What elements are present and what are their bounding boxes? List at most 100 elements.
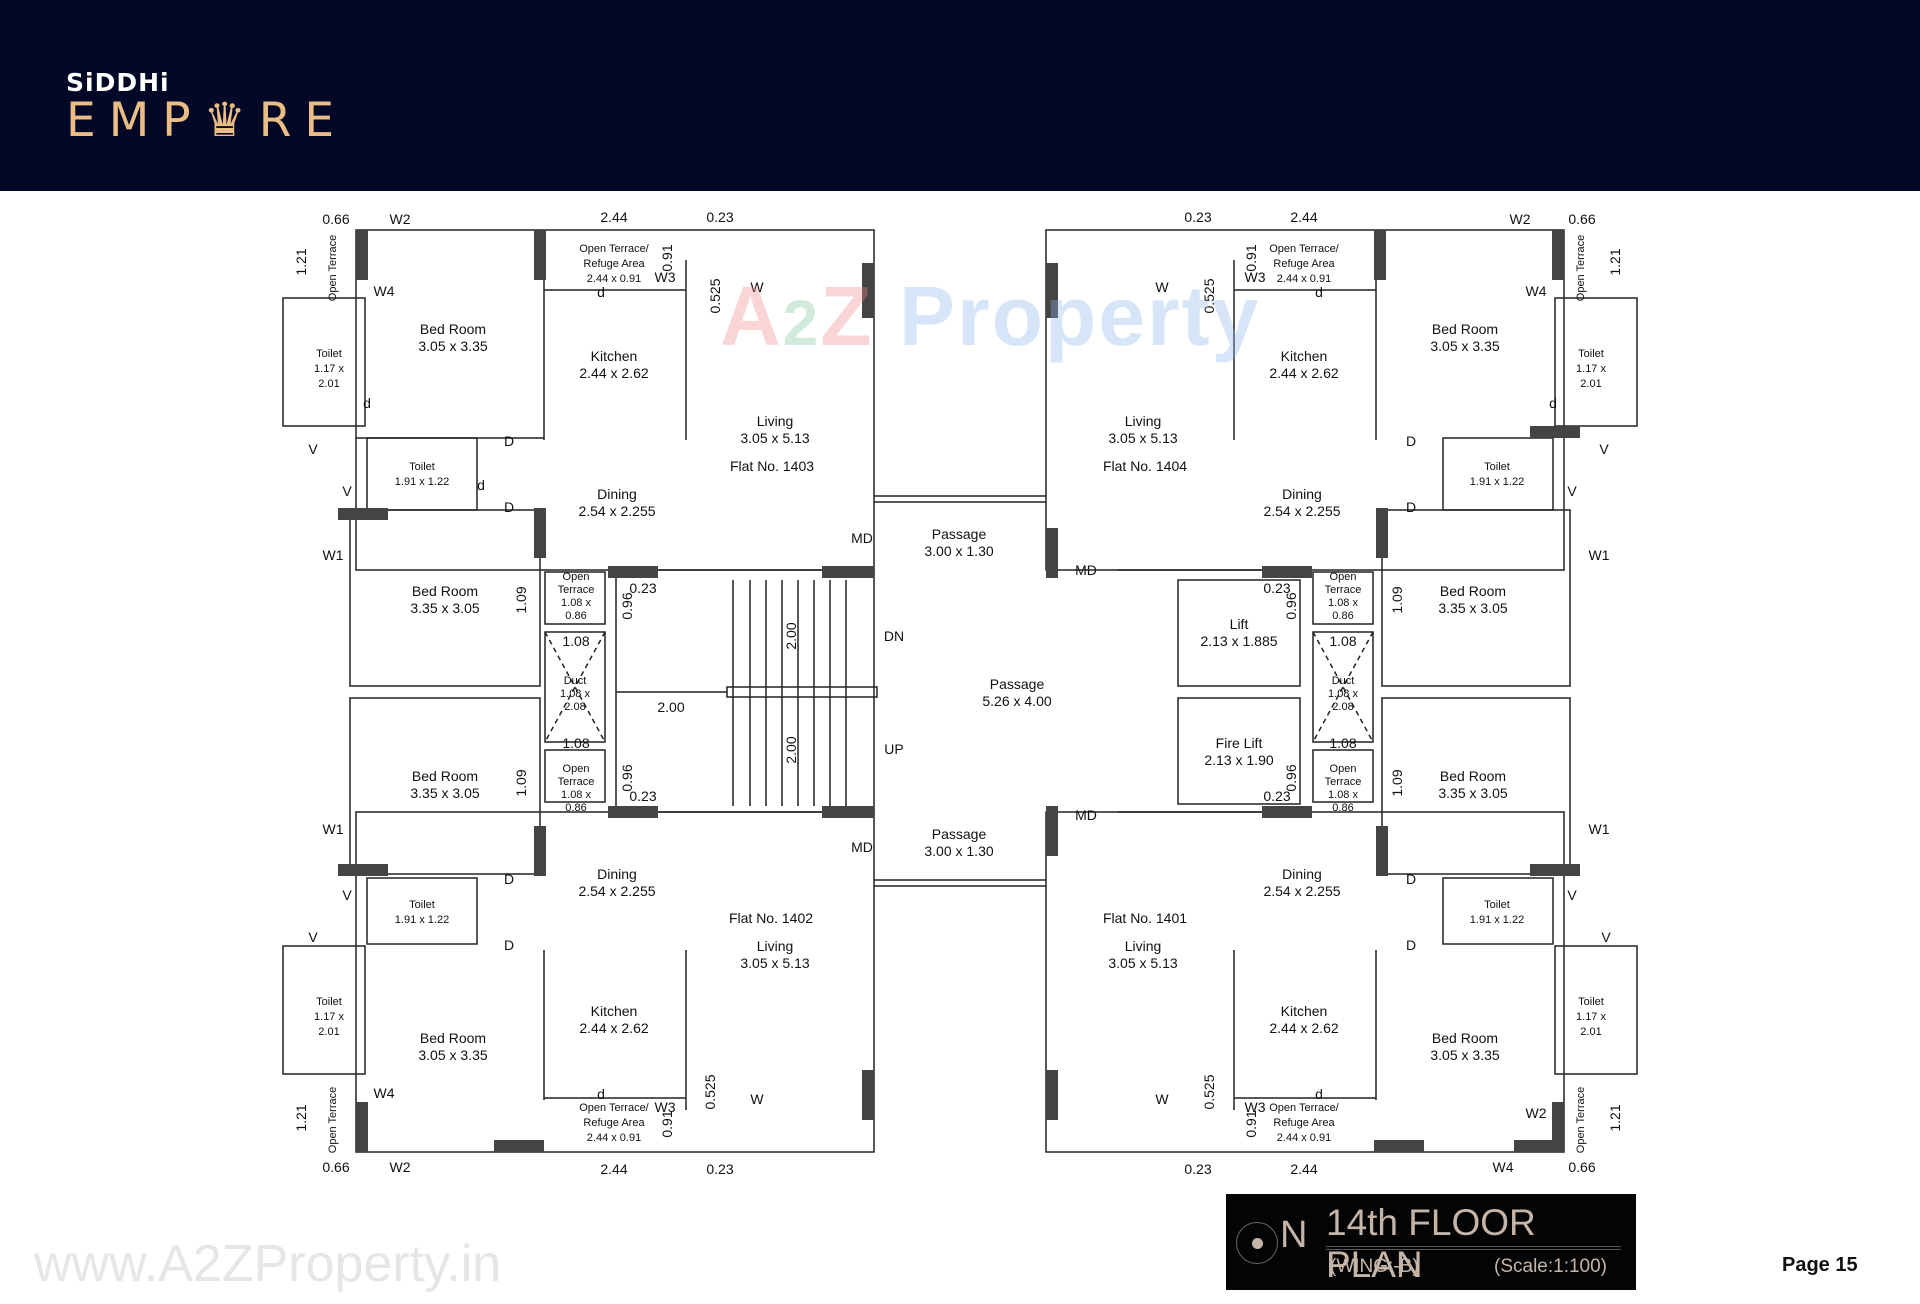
fire-lift-name: Fire Lift <box>1216 735 1263 751</box>
watermark-z: Z <box>820 269 874 363</box>
dim-023-1404: 0.23 <box>1184 209 1211 225</box>
dim-244-1404: 2.44 <box>1290 209 1317 225</box>
dim-023-lift-top: 0.23 <box>1263 580 1290 596</box>
passage-top-size: 3.00 x 1.30 <box>924 543 993 559</box>
dim-091-1404: 0.91 <box>1243 244 1259 271</box>
bedroom-right-upper-name: Bed Room <box>1440 583 1506 599</box>
w3-1401: W3 <box>1245 1099 1266 1115</box>
kitchen-1403-name: Kitchen <box>591 348 638 364</box>
mini-terrace-1403: Open Terrace <box>327 235 339 301</box>
vent-1404-b: V <box>1567 483 1577 499</box>
passage-bottom-name: Passage <box>932 826 987 842</box>
window-1401: W <box>1155 1091 1169 1107</box>
dim-023-1402: 0.23 <box>706 1161 733 1177</box>
toilet-att-1401-size1: 1.17 x <box>1576 1011 1606 1023</box>
terrace-small-ll-size1: 1.08 x <box>561 789 591 801</box>
dim-0525-1401: 0.525 <box>1201 1074 1217 1109</box>
bedroom-left-upper-size: 3.35 x 3.05 <box>410 600 479 616</box>
window-1402: W <box>750 1091 764 1107</box>
duct-right-name: Duct <box>1332 675 1355 687</box>
w2-1403: W2 <box>390 211 411 227</box>
w2-1402: W2 <box>390 1159 411 1175</box>
door-1404-a: D <box>1406 433 1416 449</box>
terrace-small-lu-name2: Terrace <box>558 584 595 596</box>
kitchen-1402-size: 2.44 x 2.62 <box>579 1020 648 1036</box>
bedroom-left-lower-size: 3.35 x 3.05 <box>410 785 479 801</box>
terrace-small-ru-size1: 1.08 x <box>1328 597 1358 609</box>
refuge-1402-size: 2.44 x 0.91 <box>587 1132 641 1144</box>
page-number: Page 15 <box>1782 1254 1858 1276</box>
w4-1401: W4 <box>1493 1159 1514 1175</box>
refuge-1401-name2: Refuge Area <box>1273 1117 1335 1129</box>
dim-096-stair-bottom: 0.96 <box>619 764 635 791</box>
stair-up-label: UP <box>884 741 903 757</box>
mini-terrace-1402: Open Terrace <box>327 1087 339 1153</box>
small-door-toilet-1403: d <box>363 395 371 411</box>
refuge-1401-size: 2.44 x 0.91 <box>1277 1132 1331 1144</box>
bedroom-right-upper-size: 3.35 x 3.05 <box>1438 600 1507 616</box>
main-door-1402: MD <box>851 839 873 855</box>
dining-1403-name: Dining <box>597 486 637 502</box>
passage-center-size: 5.26 x 4.00 <box>982 693 1051 709</box>
watermark-url: www.A2ZProperty.in <box>34 1235 502 1293</box>
duct-right-size1: 1.08 x <box>1328 688 1358 700</box>
terrace-small-rl-size2: 0.86 <box>1332 802 1353 814</box>
walls <box>282 229 1638 1153</box>
main-door-1403: MD <box>851 530 873 546</box>
toilet-att-1403-size1: 1.17 x <box>314 363 344 375</box>
dim-duct-left-top: 1.08 <box>562 633 589 649</box>
duct-left-size1: 1.08 x <box>560 688 590 700</box>
refuge-1402-name1: Open Terrace/ <box>579 1102 649 1114</box>
title-block: N 14th FLOOR PLAN (WING:-B) (Scale:1:100… <box>1226 1194 1636 1290</box>
w1-right-upper: W1 <box>1589 547 1610 563</box>
door-1402-a: D <box>504 871 514 887</box>
brand-logo: SiDDHi EMP♛RE <box>66 68 347 148</box>
bedroom-1401-size: 3.05 x 3.35 <box>1430 1047 1499 1063</box>
bedroom-left-lower-name: Bed Room <box>412 768 478 784</box>
bedroom-right-lower-name: Bed Room <box>1440 768 1506 784</box>
small-door-kitchen-1402: d <box>597 1086 605 1102</box>
living-1402-size: 3.05 x 5.13 <box>740 955 809 971</box>
toilet-att-1402-size1: 1.17 x <box>314 1011 344 1023</box>
plan-wing: (WING:-B) <box>1330 1256 1419 1277</box>
terrace-small-ll-name1: Open <box>563 763 590 775</box>
dim-109-right-bottom: 1.09 <box>1389 769 1405 796</box>
terrace-small-rl-size1: 1.08 x <box>1328 789 1358 801</box>
main-door-1404: MD <box>1075 562 1097 578</box>
toilet-att-1403-size2: 2.01 <box>318 378 339 390</box>
dim-023-stair-top: 0.23 <box>629 580 656 596</box>
bedroom-1402-name: Bed Room <box>420 1030 486 1046</box>
brand-name-top: SiDDHi <box>66 68 170 97</box>
dining-1402-size: 2.54 x 2.255 <box>578 883 655 899</box>
toilet-1401-size: 1.91 x 1.22 <box>1470 914 1524 926</box>
dim-066-1401: 0.66 <box>1568 1159 1595 1175</box>
brand-header: SiDDHi EMP♛RE <box>0 0 1920 191</box>
title-divider <box>1326 1246 1621 1250</box>
w3-1402: W3 <box>655 1099 676 1115</box>
stair-flight-dim-2: 2.00 <box>783 736 799 763</box>
watermark-property: Property <box>898 269 1261 363</box>
w4-1402: W4 <box>374 1085 395 1101</box>
dim-109-left-top: 1.09 <box>513 586 529 613</box>
dim-091-1402: 0.91 <box>659 1110 675 1137</box>
living-1404-size: 3.05 x 5.13 <box>1108 430 1177 446</box>
terrace-small-lu-size1: 1.08 x <box>561 597 591 609</box>
plan-title: 14th FLOOR PLAN <box>1326 1202 1536 1285</box>
vent-1401-a: V <box>1567 887 1577 903</box>
bedroom-left-upper-name: Bed Room <box>412 583 478 599</box>
terrace-small-rl-name2: Terrace <box>1325 776 1362 788</box>
dim-066-1403: 0.66 <box>322 211 349 227</box>
toilet-1404-name: Toilet <box>1484 461 1510 473</box>
dim-091-1403: 0.91 <box>659 244 675 271</box>
refuge-1403-size: 2.44 x 0.91 <box>587 273 641 285</box>
dim-121-1404: 1.21 <box>1607 248 1623 275</box>
door-1403-b: D <box>504 499 514 515</box>
dim-121-1402: 1.21 <box>293 1104 309 1131</box>
mini-terrace-1401: Open Terrace <box>1575 1087 1587 1153</box>
flat-1401-label: Flat No. 1401 <box>1103 910 1187 926</box>
dim-023-1401: 0.23 <box>1184 1161 1211 1177</box>
refuge-1402-name2: Refuge Area <box>583 1117 645 1129</box>
door-1401-b: D <box>1406 937 1416 953</box>
lift-name: Lift <box>1230 616 1249 632</box>
duct-right-size2: 2.08 <box>1332 701 1353 713</box>
